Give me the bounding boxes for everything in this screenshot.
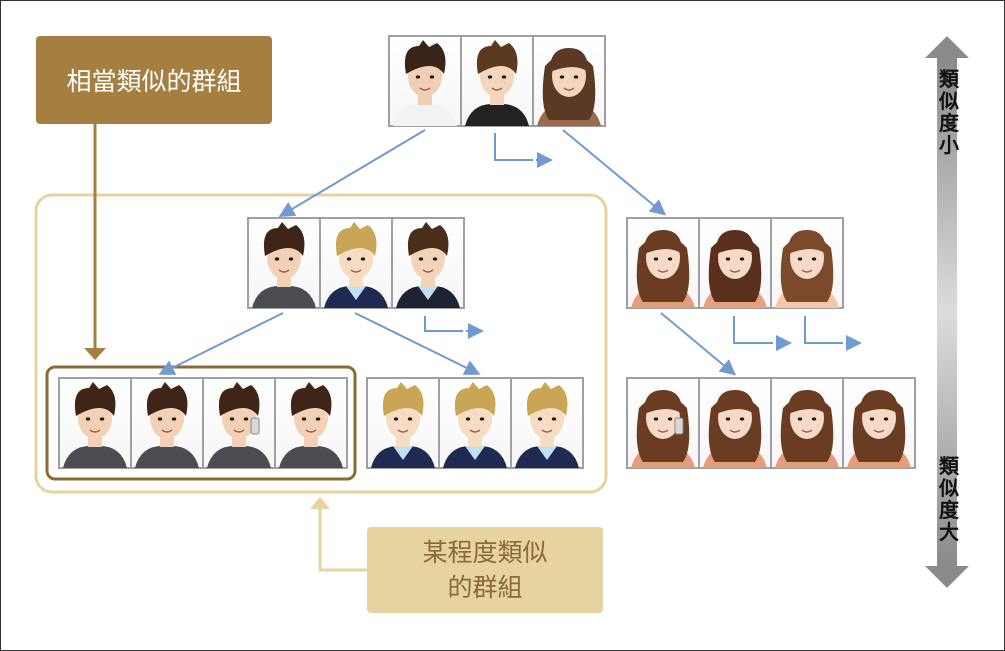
- male-blond-hair-face-icon: [510, 377, 584, 469]
- face-strip-male-level1: [247, 217, 465, 309]
- arrow-root-to-female: [562, 129, 667, 216]
- high-similarity-char: 類: [939, 454, 959, 478]
- face-strip-male-group-a: [58, 377, 348, 469]
- female-bangs-face-icon: [842, 377, 916, 469]
- weak-group-outline: [34, 193, 608, 494]
- continuation-arrow: [424, 316, 484, 339]
- arrow-male-to-group-b: [354, 312, 481, 375]
- low-similarity-char: 小: [939, 133, 959, 157]
- male-spiky-hair-face-icon: [274, 377, 348, 469]
- male-spiky-hair-face-icon: [247, 217, 321, 309]
- face-strip-female-level2: [626, 377, 916, 469]
- male-blond-hair-face-icon: [319, 217, 393, 309]
- face-strip-male-group-b: [366, 377, 584, 469]
- strong-group-text: 相當類似的群組: [66, 67, 242, 96]
- face-strip-root: [388, 35, 606, 127]
- low-similarity-char: 似: [939, 89, 959, 113]
- similarity-scale-arrow: [925, 36, 969, 588]
- low-similarity-label: 類 似 度 小: [934, 68, 964, 156]
- tree-arrows: [158, 129, 737, 376]
- moderate-similarity-group-label: 某程度類似 的群組: [367, 527, 603, 613]
- continuation-arrow: [733, 316, 792, 351]
- female-bangs-phone-face-icon: [626, 377, 700, 469]
- strong-similarity-group-label: 相當類似的群組: [36, 36, 272, 124]
- male-spiky-hair-face-icon: [130, 377, 204, 469]
- weak-group-text-line2: 的群組: [447, 573, 523, 602]
- weak-group-pointer: [310, 497, 367, 572]
- female-long-hair-smile-face-icon: [698, 217, 772, 309]
- male-brown-hair-face-icon: [460, 35, 534, 127]
- male-spiky-hair-face-icon: [58, 377, 132, 469]
- high-similarity-char: 度: [939, 498, 959, 522]
- continuation-arrow: [494, 133, 553, 168]
- low-similarity-char: 類: [939, 67, 959, 91]
- low-similarity-char: 度: [939, 111, 959, 135]
- high-similarity-char: 大: [939, 520, 959, 544]
- continuation-arrow: [804, 316, 862, 351]
- continuation-arrows: [424, 133, 862, 351]
- weak-group-text-line1: 某程度類似: [422, 538, 548, 567]
- face-strip-female-level1: [626, 217, 844, 309]
- high-similarity-label: 類 似 度 大: [934, 455, 964, 543]
- high-similarity-char: 似: [939, 476, 959, 500]
- arrow-root-to-male: [278, 129, 426, 218]
- strong-group-pointer: [84, 124, 106, 360]
- female-side-swept-face-icon: [770, 217, 844, 309]
- female-bangs-face-icon: [626, 217, 700, 309]
- female-bangs-face-icon: [698, 377, 772, 469]
- male-short-hair-face-icon: [391, 217, 465, 309]
- male-blond-hair-face-icon: [366, 377, 440, 469]
- male-blond-hair-face-icon: [438, 377, 512, 469]
- male-dark-hair-face-icon: [388, 35, 462, 127]
- arrow-male-to-group-a: [158, 312, 284, 375]
- female-bangs-face-icon: [770, 377, 844, 469]
- female-long-hair-face-icon: [532, 35, 606, 127]
- strong-group-outline: [45, 365, 357, 481]
- male-spiky-hair-phone-face-icon: [202, 377, 276, 469]
- arrow-female-to-group: [660, 312, 737, 376]
